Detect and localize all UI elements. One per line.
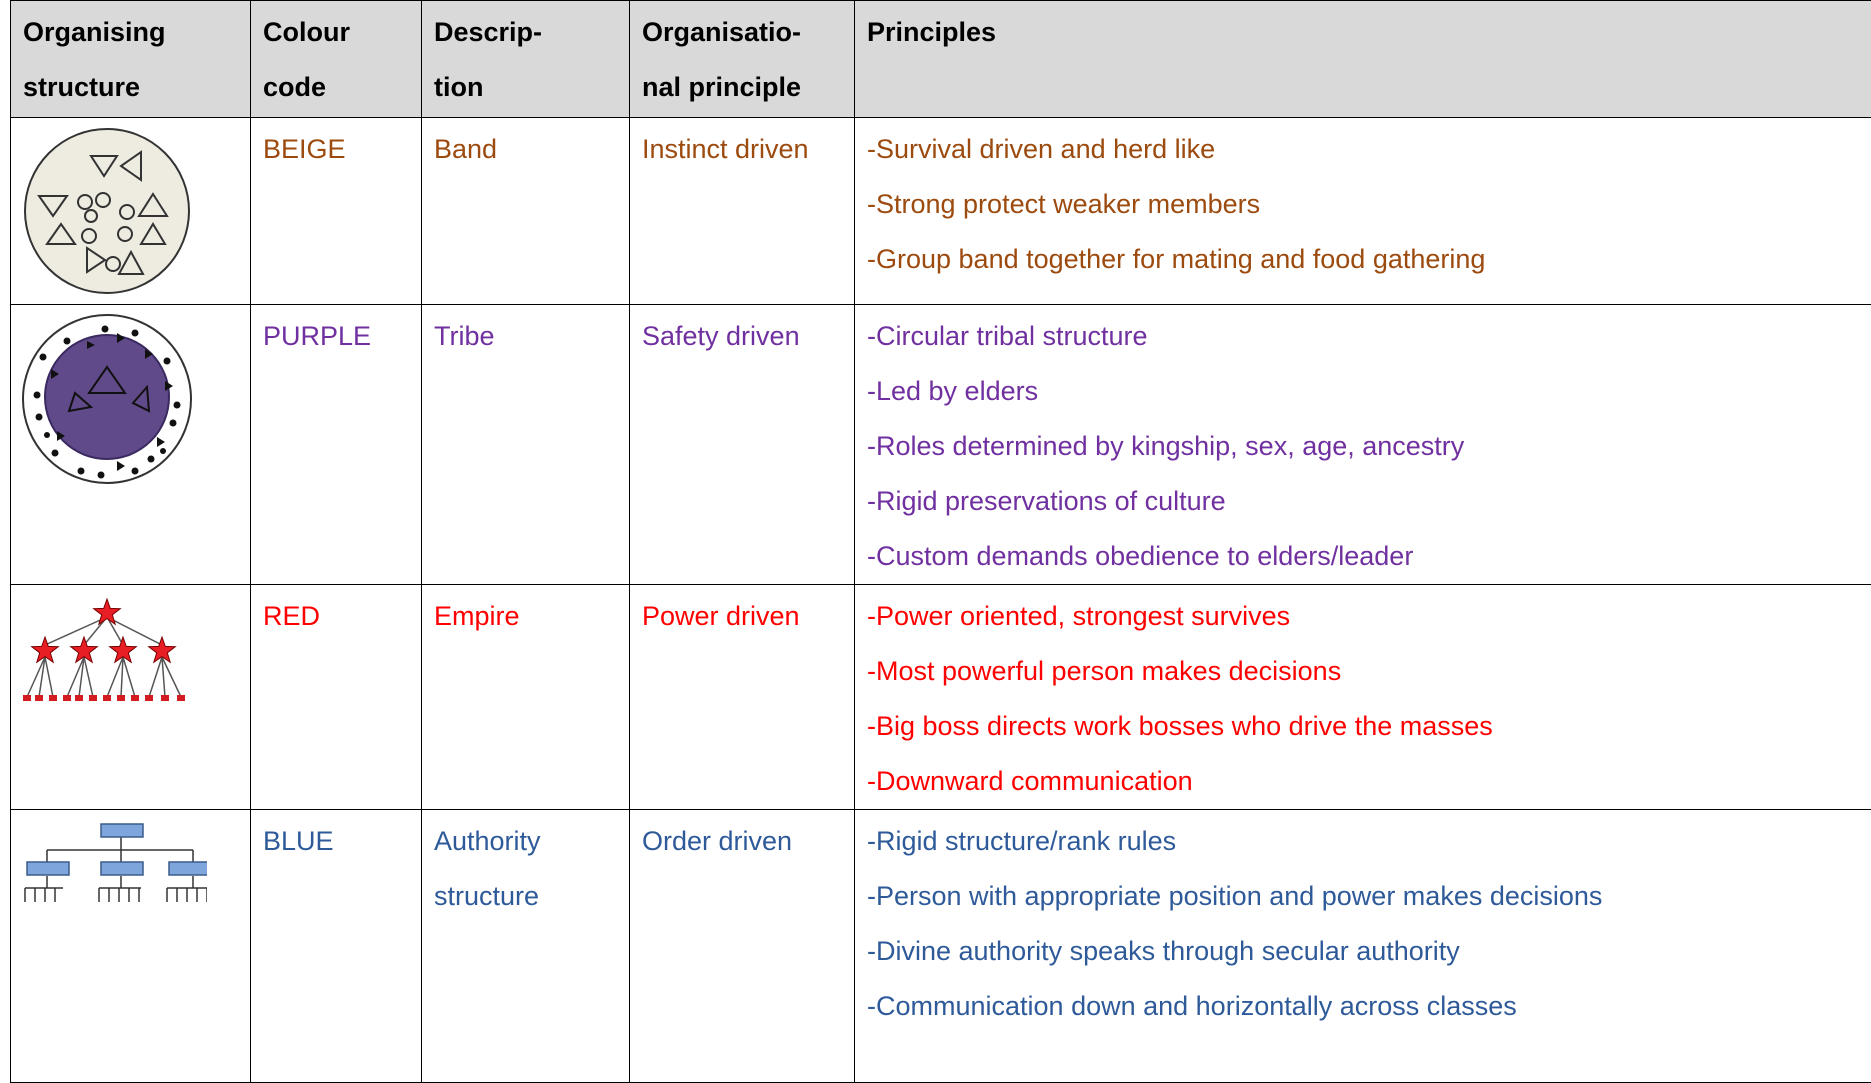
org-principle-text: Instinct driven <box>642 122 842 177</box>
org-principle-cell: Safety driven <box>630 305 855 585</box>
colour-code-text: BLUE <box>263 814 409 869</box>
principle-line: -Rigid structure/rank rules <box>867 814 1859 869</box>
header-structure: Organising structure <box>11 1 251 118</box>
header-colour-line-2: code <box>263 60 409 115</box>
principles-cell: -Power oriented, strongest survives -Mos… <box>855 585 1871 810</box>
principle-line: -Downward communication <box>867 754 1859 809</box>
header-description-line-2: tion <box>434 60 617 115</box>
organising-structure-table: Organising structure Colour code Descrip… <box>10 0 1871 1083</box>
colour-code-text: BEIGE <box>263 122 409 177</box>
colour-code-cell: BEIGE <box>251 118 422 305</box>
colour-code-cell: BLUE <box>251 810 422 1083</box>
colour-code-text: PURPLE <box>263 309 409 364</box>
structure-cell <box>11 810 251 1083</box>
description-cell: Tribe <box>422 305 630 585</box>
principles-cell: -Rigid structure/rank rules -Person with… <box>855 810 1871 1083</box>
table-row-red: RED Empire Power driven -Power oriented,… <box>11 585 1871 810</box>
header-structure-line-1: Organising <box>23 5 238 60</box>
principle-line: -Led by elders <box>867 364 1859 419</box>
header-org-principle-line-2: nal principle <box>642 60 842 115</box>
tribe-circle-icon <box>17 311 197 491</box>
description-cell: Authority structure <box>422 810 630 1083</box>
description-text: Authority <box>434 814 617 869</box>
header-principles-text: Principles <box>867 5 1859 60</box>
header-principles: Principles <box>855 1 1871 118</box>
header-description-line-1: Descrip- <box>434 5 617 60</box>
org-principle-text: Order driven <box>642 814 842 869</box>
description-cell: Empire <box>422 585 630 810</box>
principle-line: -Divine authority speaks through secular… <box>867 924 1859 979</box>
principle-line: -Communication down and horizontally acr… <box>867 979 1859 1034</box>
star-hierarchy-icon <box>17 591 197 711</box>
org-chart-icon <box>17 816 207 936</box>
principle-line: -Rigid preservations of culture <box>867 474 1859 529</box>
structure-cell <box>11 585 251 810</box>
structure-cell <box>11 305 251 585</box>
principle-line: -Roles determined by kingship, sex, age,… <box>867 419 1859 474</box>
principle-line: -Group band together for mating and food… <box>867 232 1859 287</box>
description-text: structure <box>434 869 617 924</box>
org-principle-cell: Power driven <box>630 585 855 810</box>
principles-cell: -Circular tribal structure -Led by elder… <box>855 305 1871 585</box>
colour-code-cell: RED <box>251 585 422 810</box>
header-structure-line-2: structure <box>23 60 238 115</box>
table-row-blue: BLUE Authority structure Order driven -R… <box>11 810 1871 1083</box>
description-text: Empire <box>434 589 617 644</box>
principle-line: -Big boss directs work bosses who drive … <box>867 699 1859 754</box>
org-principle-cell: Order driven <box>630 810 855 1083</box>
description-text: Tribe <box>434 309 617 364</box>
header-description: Descrip- tion <box>422 1 630 118</box>
colour-code-cell: PURPLE <box>251 305 422 585</box>
principle-line: -Custom demands obedience to elders/lead… <box>867 529 1859 584</box>
header-colour-line-1: Colour <box>263 5 409 60</box>
org-principle-text: Power driven <box>642 589 842 644</box>
principle-line: -Power oriented, strongest survives <box>867 589 1859 644</box>
band-circle-icon <box>17 124 197 299</box>
header-row: Organising structure Colour code Descrip… <box>11 1 1871 118</box>
description-text: Band <box>434 122 617 177</box>
header-org-principle-line-1: Organisatio- <box>642 5 842 60</box>
principle-line: -Circular tribal structure <box>867 309 1859 364</box>
principle-line: -Most powerful person makes decisions <box>867 644 1859 699</box>
table-row-beige: BEIGE Band Instinct driven -Survival dri… <box>11 118 1871 305</box>
org-principle-text: Safety driven <box>642 309 842 364</box>
description-cell: Band <box>422 118 630 305</box>
header-colour-code: Colour code <box>251 1 422 118</box>
org-principle-cell: Instinct driven <box>630 118 855 305</box>
principle-line: -Person with appropriate position and po… <box>867 869 1859 924</box>
principle-line: -Strong protect weaker members <box>867 177 1859 232</box>
principle-line: -Survival driven and herd like <box>867 122 1859 177</box>
colour-code-text: RED <box>263 589 409 644</box>
structure-cell <box>11 118 251 305</box>
table-row-purple: PURPLE Tribe Safety driven -Circular tri… <box>11 305 1871 585</box>
header-organisational-principle: Organisatio- nal principle <box>630 1 855 118</box>
principles-cell: -Survival driven and herd like -Strong p… <box>855 118 1871 305</box>
